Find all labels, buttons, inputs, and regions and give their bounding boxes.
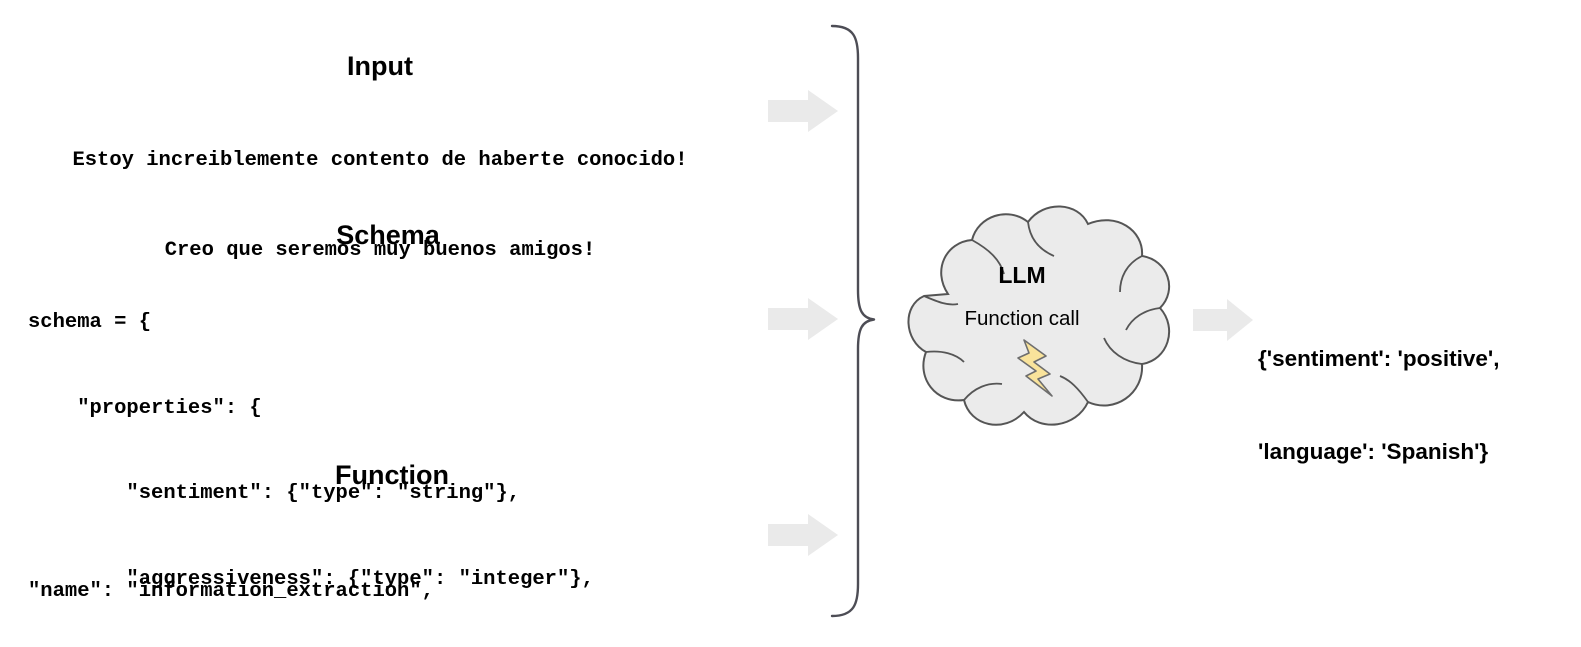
schema-line: schema = {: [28, 311, 152, 334]
output-line: {'sentiment': 'positive',: [1258, 346, 1500, 371]
schema-code-block: schema = { "properties": { "sentiment": …: [28, 252, 594, 647]
cloud-inner-arc: [925, 350, 965, 363]
cloud-outline: [907, 205, 1170, 426]
schema-line: "aggressiveness": {"type": "integer"},: [28, 567, 594, 591]
cloud-inner-arc: [971, 239, 1005, 275]
arrow-shaft: [1193, 309, 1229, 331]
input-text-block: Estoy increiblemente contento de haberte…: [0, 86, 760, 326]
input-arrow-right-icon: [768, 90, 838, 132]
schema-heading: Schema: [336, 220, 440, 250]
function-line: "name": "information_extraction",: [28, 580, 434, 603]
cloud-inner-arc: [1027, 221, 1055, 257]
schema-line: "properties": {: [28, 396, 262, 420]
cloud-inner-arc: [923, 295, 959, 306]
function-arrow-right-icon: [768, 514, 838, 556]
schema-arrow-right-icon: [768, 298, 838, 340]
cloud-inner-arc: [1119, 255, 1143, 293]
lightning-bolt-icon: [1017, 339, 1053, 397]
arrow-head: [808, 90, 838, 132]
arrow-shaft: [768, 524, 810, 546]
llm-title: LLM: [998, 262, 1046, 288]
arrow-head: [808, 298, 838, 340]
input-line: Creo que seremos muy buenos amigos!: [164, 239, 596, 262]
arrow-shaft: [768, 100, 810, 122]
function-code-block: "name": "information_extraction", "descr…: [28, 492, 717, 647]
llm-cloud-shape: [907, 205, 1170, 426]
schema-line: "sentiment": {"type": "string"},: [28, 482, 521, 505]
bolt-path: [1017, 339, 1053, 397]
cloud-inner-arc: [1103, 337, 1143, 365]
output-line: 'language': 'Spanish'}: [1258, 439, 1489, 464]
arrow-head: [808, 514, 838, 556]
cloud-inner-arc: [963, 382, 1003, 401]
cloud-inner-arc: [1125, 307, 1161, 331]
arrow-shaft: [768, 308, 810, 330]
grouping-brace: [830, 24, 876, 618]
brace-path: [830, 24, 876, 618]
input-line: Estoy increiblemente contento de haberte…: [72, 149, 688, 172]
llm-subtitle: Function call: [964, 307, 1080, 330]
input-heading: Input: [347, 51, 413, 81]
output-text-block: {'sentiment': 'positive', 'language': 'S…: [1258, 281, 1499, 529]
arrow-head: [1227, 299, 1253, 341]
output-arrow-right-icon: [1193, 299, 1253, 341]
function-heading: Function: [335, 460, 449, 490]
cloud-inner-arc: [1059, 375, 1089, 403]
